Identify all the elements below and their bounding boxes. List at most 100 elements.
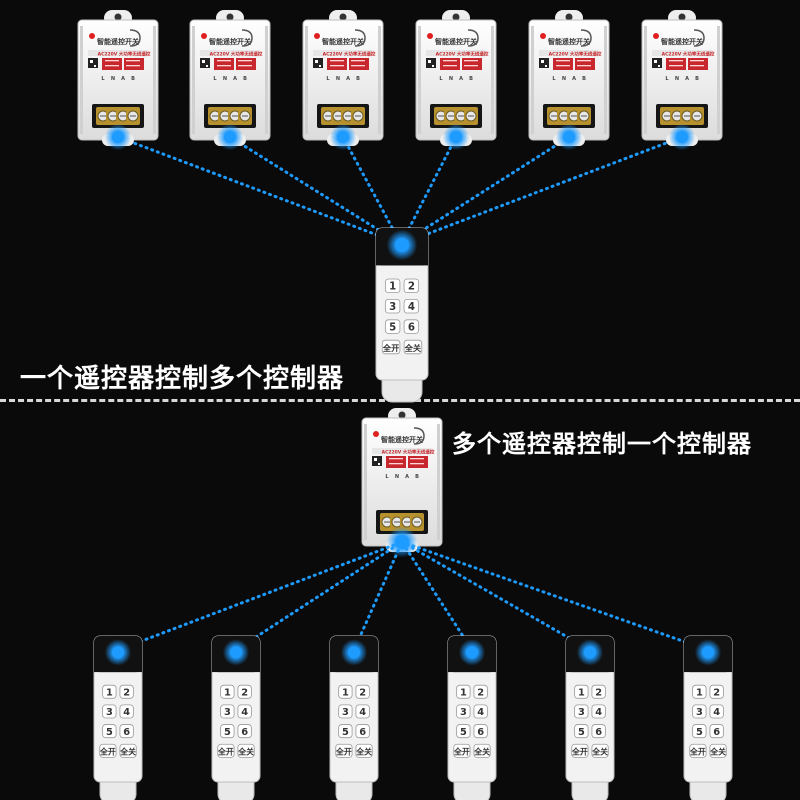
- remote-button-label: 5: [224, 727, 231, 738]
- remote-button-label: 1: [578, 687, 585, 698]
- remote-button-all: [119, 743, 137, 758]
- info-line: [105, 65, 119, 67]
- side-rail: [192, 26, 195, 134]
- blue-led-icon: [112, 646, 124, 659]
- remote-button-1: [692, 684, 707, 699]
- info-line: [351, 60, 365, 62]
- info-block-red: [124, 58, 144, 70]
- controller-title: 智能遥控开关: [322, 37, 364, 46]
- remote-button-5: [384, 319, 401, 334]
- info-line: [669, 60, 683, 62]
- info-line: [126, 65, 140, 67]
- terminal-label: B: [582, 76, 586, 82]
- controller-spec: AC220V 大功率无线遥控: [98, 51, 151, 58]
- remote-button-all-label: 全开: [689, 746, 706, 756]
- remote-button-label: 4: [713, 707, 720, 718]
- remote-button-label: 5: [389, 322, 396, 333]
- terminal-label: L: [665, 76, 669, 82]
- side-rail: [305, 26, 308, 134]
- remote-top-fill: [330, 662, 378, 673]
- power-led-icon: [201, 33, 207, 39]
- controller-spec: AC220V 大功率无线遥控: [382, 449, 435, 456]
- terminal-label: L: [385, 474, 389, 480]
- blue-led-icon: [676, 131, 688, 143]
- signal-link: [400, 540, 592, 652]
- terminal-label: N: [449, 76, 453, 82]
- remote-button-label: 6: [713, 727, 720, 738]
- terminal-label: N: [336, 76, 340, 82]
- remote-button-label: 4: [359, 707, 366, 718]
- remote-button-all-label: 全关: [473, 746, 490, 756]
- mount-hole-icon: [452, 13, 460, 21]
- spec-band: [372, 448, 432, 454]
- remote-button-4: [237, 704, 252, 719]
- qr-mark: [90, 60, 93, 63]
- antenna-clip-icon: [129, 29, 141, 47]
- remote-button-all-label: 全关: [355, 746, 372, 756]
- remote-button-label: 3: [224, 707, 231, 718]
- info-block-red: [666, 58, 686, 70]
- remote-button-all-label: 全关: [237, 746, 254, 756]
- remote-button-3: [456, 704, 471, 719]
- terminal-label: A: [572, 76, 576, 82]
- info-block-red: [553, 58, 573, 70]
- remote-button-all-label: 全开: [571, 746, 588, 756]
- remote-top-fill: [94, 662, 142, 673]
- terminal-label: A: [233, 76, 237, 82]
- qr-mark: [315, 60, 318, 63]
- remote-button-all-label: 全开: [453, 746, 470, 756]
- info-line: [330, 65, 344, 67]
- remote-top-fill: [566, 662, 614, 673]
- qr-mark: [374, 458, 377, 461]
- remote-button-label: 6: [408, 322, 415, 333]
- terminal-label: B: [415, 474, 419, 480]
- terminal-label: B: [243, 76, 247, 82]
- blue-led-icon: [450, 131, 462, 143]
- side-rail: [418, 26, 421, 134]
- info-line: [217, 60, 231, 62]
- remote-button-5: [338, 724, 353, 739]
- info-line: [464, 60, 478, 62]
- remote-button-label: 2: [241, 687, 248, 698]
- power-led-icon: [89, 33, 95, 39]
- remote-button-2: [591, 684, 606, 699]
- remote-button-label: 4: [595, 707, 602, 718]
- remote-button-label: 2: [713, 687, 720, 698]
- remote-button-all: [591, 743, 609, 758]
- remote-button-2: [709, 684, 724, 699]
- terminal-label: L: [213, 76, 217, 82]
- blue-led-icon: [584, 646, 596, 659]
- remote-button-all-label: 全关: [591, 746, 608, 756]
- info-line: [556, 65, 570, 67]
- blue-led-icon: [348, 646, 360, 659]
- side-rail: [604, 26, 607, 134]
- remote-button-1: [384, 278, 401, 294]
- side-rail: [378, 26, 381, 134]
- side-rail: [80, 26, 83, 134]
- signal-link: [116, 135, 403, 246]
- remote-button-4: [355, 704, 370, 719]
- info-line: [690, 60, 704, 62]
- terminal-label: N: [675, 76, 679, 82]
- antenna-clip-icon: [467, 29, 479, 47]
- signal-link: [228, 135, 403, 246]
- remote-button-5: [574, 724, 589, 739]
- remote-button-all-label: 全开: [99, 746, 116, 756]
- info-line: [410, 463, 424, 465]
- remote-button-4: [591, 704, 606, 719]
- antenna-clip-icon: [580, 29, 592, 47]
- remote-button-4: [119, 704, 134, 719]
- info-block-red: [462, 58, 482, 70]
- terminal-label: B: [131, 76, 135, 82]
- blue-led-icon: [224, 131, 236, 143]
- signal-link: [400, 540, 710, 652]
- remote-button-1: [220, 684, 235, 699]
- signal-link: [399, 135, 458, 246]
- info-line: [389, 458, 403, 460]
- info-block-red: [349, 58, 369, 70]
- remote-button-label: 5: [696, 727, 703, 738]
- remote-button-label: 6: [123, 727, 130, 738]
- info-block-red: [327, 58, 347, 70]
